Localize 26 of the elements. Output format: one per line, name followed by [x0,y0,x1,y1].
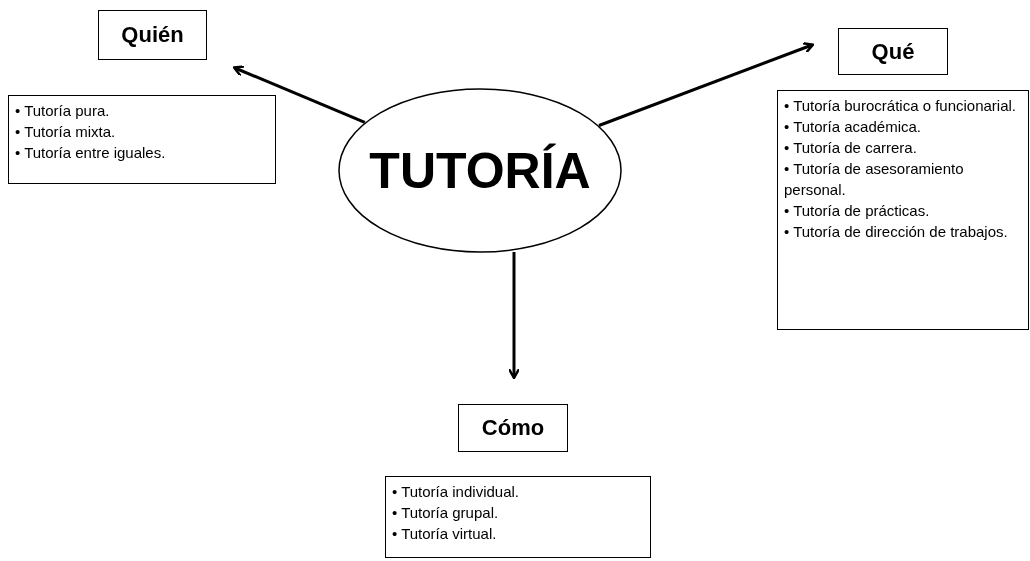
list-item: • Tutoría de prácticas. [784,201,931,221]
list-item: • Tutoría de carrera. [784,138,918,158]
list-item: • Tutoría académica. [784,117,922,137]
arrow [232,65,366,124]
heading-box [458,404,568,452]
list-item: • Tutoría entre iguales. [15,143,167,163]
list-item: • Tutoría de asesoramiento personal. [784,159,965,200]
list-item: • Tutoría individual. [392,482,520,502]
heading-text: Cómo [481,415,545,441]
list-item: • Tutoría de dirección de trabajos. [784,222,1009,242]
heading-text: Quién [121,22,184,48]
arrow [598,41,815,127]
heading-text: Qué [871,38,915,65]
arrow [507,252,521,380]
list-box [777,90,1029,330]
list-box [385,476,651,558]
central-ellipse [338,88,622,253]
list-box [8,95,276,184]
list-item: • Tutoría virtual. [392,524,498,544]
list-item: • Tutoría burocrática o funcionarial. [784,96,1018,116]
heading-box [98,10,207,60]
list-item: • Tutoría grupal. [392,503,500,523]
heading-box [838,28,948,75]
list-item: • Tutoría mixta. [15,122,117,142]
list-item: • Tutoría pura. [15,101,111,121]
title-text: TUTORÍA [369,141,591,200]
